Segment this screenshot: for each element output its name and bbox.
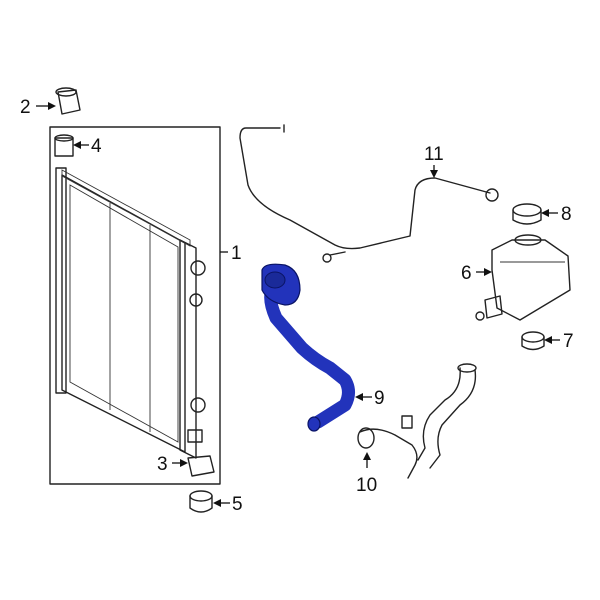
callout-9: 9 [374, 388, 385, 409]
radiator-assembly[interactable] [49, 126, 221, 485]
upper-insulator-top [54, 134, 74, 142]
radiator-left-tank [55, 167, 67, 394]
radiator-top-rail [61, 169, 191, 247]
callout-3: 3 [157, 454, 168, 475]
lower-bracket-body [187, 455, 215, 477]
reservoir-cap-body [512, 209, 542, 225]
lower-insulator-body [189, 495, 213, 513]
lower-insulator-top [189, 490, 213, 502]
callout-7: 7 [563, 331, 574, 352]
radiator-upper-fitting [190, 260, 206, 276]
reservoir-grommet[interactable] [521, 331, 545, 351]
radiator-hose-upper-opening [264, 271, 286, 289]
callout-8-arrowhead [541, 209, 549, 217]
radiator-frame-box [49, 126, 221, 485]
callout-11: 11 [424, 144, 444, 165]
vent-line-clip [329, 251, 346, 256]
coolant-reservoir-neck [514, 234, 542, 246]
callout-11-arrowhead [430, 170, 438, 178]
radiator-core [61, 174, 186, 453]
lower-coolant-hose-sensor-port [401, 415, 413, 429]
callout-10-arrowhead [363, 452, 371, 460]
lower-coolant-hose[interactable] [357, 363, 477, 479]
reservoir-grommet-body [521, 336, 545, 351]
reservoir-cap-top [512, 203, 542, 217]
upper-insulator[interactable] [54, 134, 74, 157]
lower-coolant-hose-outline-a [417, 367, 461, 461]
callout-5: 5 [232, 494, 243, 515]
callout-4-arrowhead [73, 141, 81, 149]
coolant-reservoir-outlet [484, 295, 503, 319]
lower-coolant-hose-top-end [457, 363, 477, 373]
lower-coolant-hose-outline-b [429, 369, 477, 469]
radiator-core-inner [69, 184, 179, 443]
callout-9-arrowhead [355, 393, 363, 401]
upper-mount-cap[interactable] [55, 87, 81, 115]
callout-6-arrowhead [484, 268, 492, 276]
callout-6: 6 [461, 263, 472, 284]
callout-2-arrowhead [48, 102, 56, 110]
upper-mount-cap-body [57, 89, 81, 115]
callout-3-arrowhead [180, 459, 188, 467]
radiator-drain-plug [187, 429, 203, 443]
callout-4: 4 [91, 136, 102, 157]
callout-10: 10 [356, 475, 377, 496]
radiator-right-tank [179, 239, 197, 459]
callout-2: 2 [20, 97, 31, 118]
lower-coolant-hose-branch [359, 428, 418, 479]
radiator-hose-tube [264, 283, 355, 429]
vent-line-lower-fitting [322, 253, 332, 263]
lower-coolant-hose-branch-end [357, 427, 375, 449]
radiator-mid-fitting [189, 293, 203, 307]
radiator-lower-fitting [190, 397, 206, 413]
callout-7-arrowhead [544, 336, 552, 344]
callout-1: 1 [231, 243, 242, 264]
coolant-reservoir-outlet-port [475, 311, 485, 321]
radiator-hose-highlighted[interactable] [261, 263, 355, 432]
upper-mount-cap-top [55, 87, 77, 97]
reservoir-grommet-top [521, 331, 545, 343]
coolant-reservoir[interactable] [475, 234, 571, 321]
callout-8: 8 [561, 204, 572, 225]
vent-line[interactable] [239, 124, 499, 263]
callout-5-arrowhead [213, 499, 221, 507]
reservoir-cap[interactable] [512, 203, 542, 225]
coolant-reservoir-body [491, 239, 571, 321]
upper-insulator-body [54, 137, 74, 157]
vent-line-tube [239, 127, 491, 250]
lower-insulator[interactable] [189, 490, 213, 513]
vent-line-end-connector [485, 188, 499, 202]
radiator-hose-lower-end [307, 416, 321, 432]
lower-bracket[interactable] [187, 455, 215, 477]
